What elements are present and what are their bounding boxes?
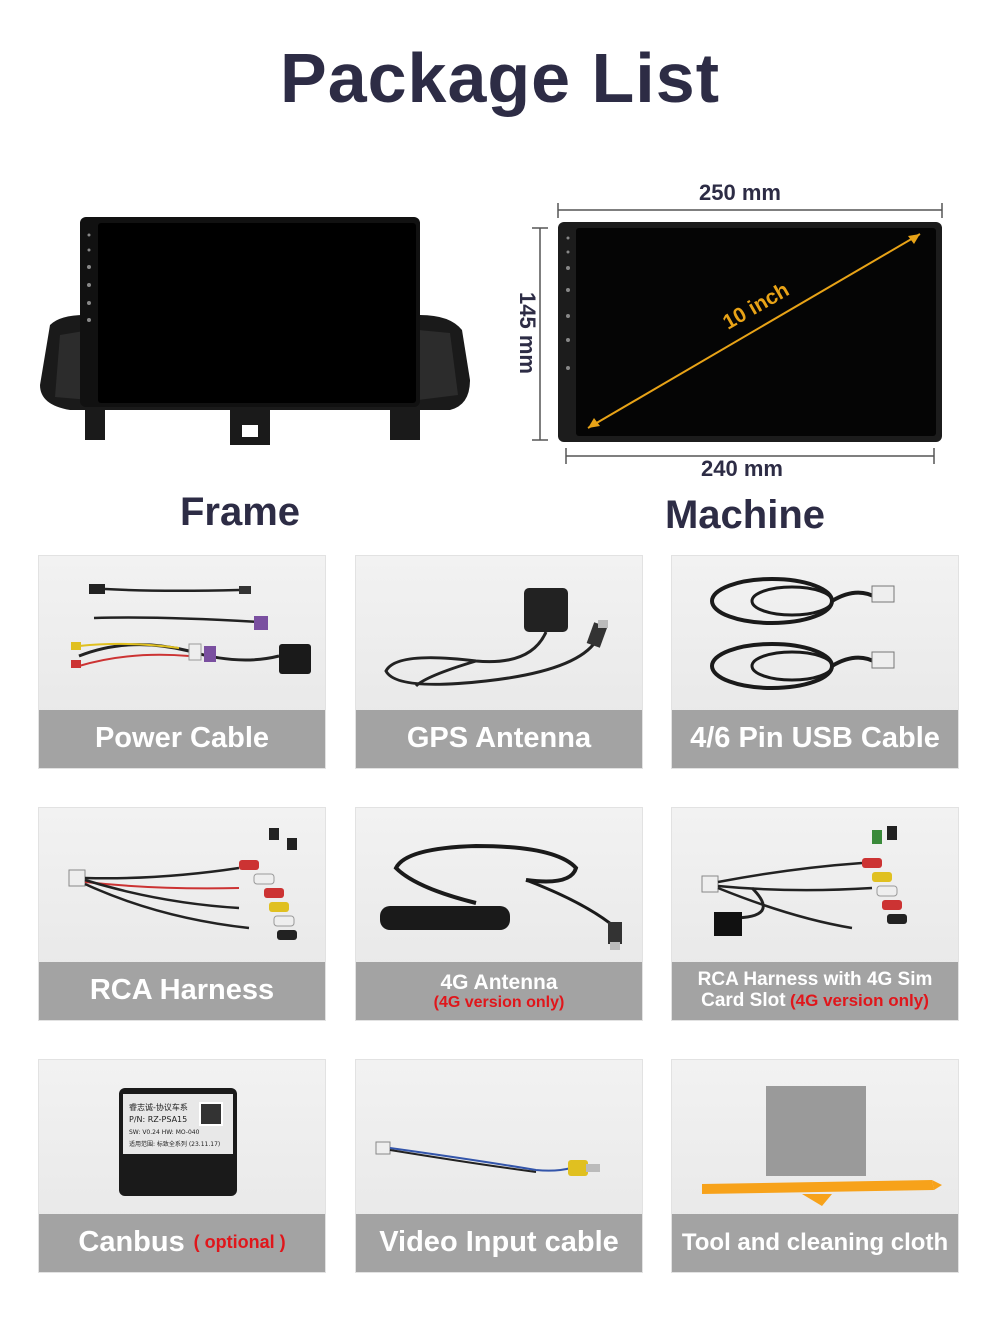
4g-antenna-image <box>380 843 622 950</box>
item-card-video-input: Video Input cable <box>356 1060 642 1272</box>
item-card-rca-4g-harness: RCA Harness with 4G Sim Card Slot (4G ve… <box>672 808 958 1020</box>
item-card-4g-antenna: 4G Antenna (4G version only) <box>356 808 642 1020</box>
power-cable-image <box>71 584 311 674</box>
page-title: Package List <box>280 39 720 117</box>
canbus-label-line: 睿志诚-协议车系 <box>129 1102 188 1112</box>
item-name: 4/6 Pin USB Cable <box>690 722 940 755</box>
item-name: Canbus <box>78 1226 185 1259</box>
item-note: (4G version only) <box>433 993 565 1011</box>
gps-antenna-image <box>384 588 608 688</box>
dim-top-width: 250 mm <box>699 180 781 205</box>
item-name: GPS Antenna <box>406 722 592 755</box>
item-card-canbus: 睿志诚-协议车系 P/N: RZ-PSA15 SW: V0.24 HW: MO-… <box>39 1060 325 1272</box>
item-card-power-cable: Power Cable <box>39 556 325 768</box>
canbus-label-line: 适用范围: 标致全系列 (23.11.17) <box>129 1140 220 1148</box>
item-note: (4G version only) <box>790 991 929 1010</box>
frame-label: Frame <box>179 490 301 534</box>
dim-bottom-width: 240 mm <box>701 456 783 478</box>
video-cable-image <box>375 1141 600 1176</box>
item-name: Power Cable <box>94 722 270 755</box>
item-name: 4G Antenna <box>440 970 558 994</box>
item-card-gps-antenna: GPS Antenna <box>356 556 642 768</box>
canbus-box-image: 睿志诚-协议车系 P/N: RZ-PSA15 SW: V0.24 HW: MO-… <box>119 1088 237 1196</box>
dim-height: 145 mm <box>515 292 540 374</box>
item-name-line2: Card Slot <box>701 990 786 1011</box>
item-card-tool-cloth: Tool and cleaning cloth <box>672 1060 958 1272</box>
rca-4g-harness-image <box>701 826 907 936</box>
canbus-label-line: P/N: RZ-PSA15 <box>129 1115 187 1124</box>
machine-label: Machine <box>664 493 826 537</box>
canbus-label-line: SW: V0.24 HW: MO-040 <box>129 1129 200 1136</box>
item-card-rca-harness: RCA Harness <box>39 808 325 1020</box>
machine-image: 10 inch 250 mm 240 mm 145 mm <box>510 178 970 481</box>
item-name-line1: RCA Harness with 4G Sim <box>697 969 933 991</box>
rca-harness-image <box>68 828 297 940</box>
frame-image <box>30 205 480 450</box>
item-note: ( optional ) <box>193 1232 286 1253</box>
tool-cloth-image <box>702 1086 942 1206</box>
item-card-usb-cable: 4/6 Pin USB Cable <box>672 556 958 768</box>
item-name: Video Input cable <box>379 1226 619 1259</box>
usb-cable-image <box>710 577 895 690</box>
item-name: Tool and cleaning cloth <box>681 1228 949 1256</box>
item-name: RCA Harness <box>89 974 275 1007</box>
